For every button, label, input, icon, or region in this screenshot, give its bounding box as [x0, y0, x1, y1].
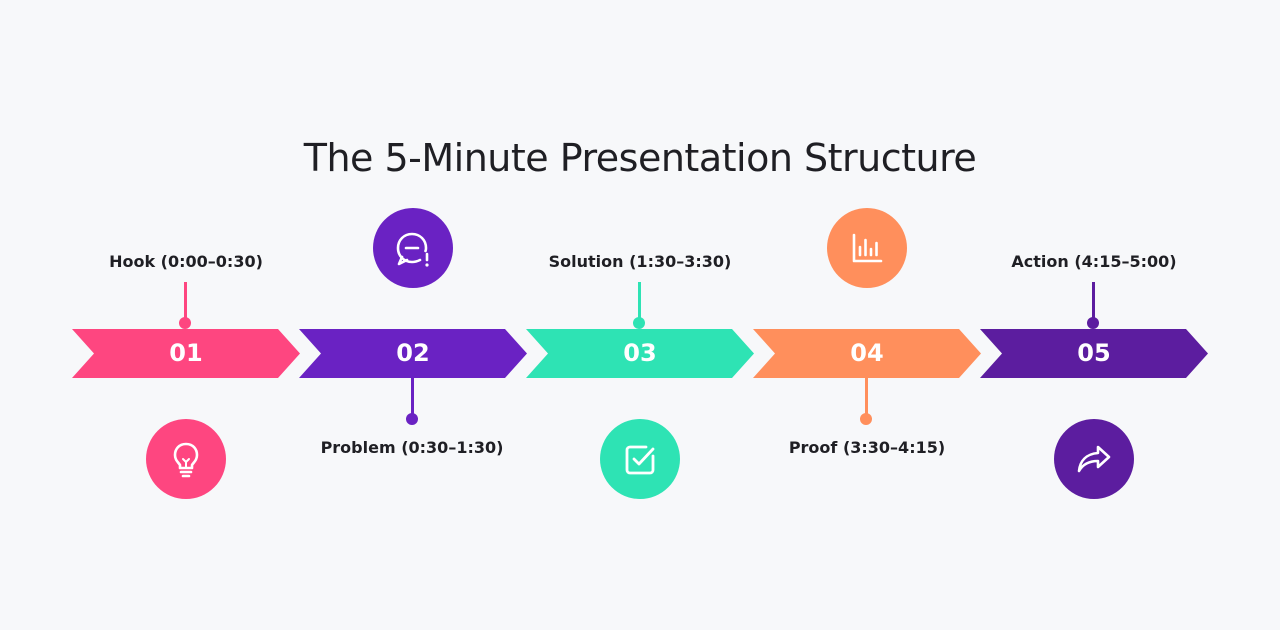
page-title: The 5-Minute Presentation Structure: [303, 136, 977, 180]
step-4-label: Proof (3:30–4:15): [788, 438, 946, 457]
step-2-label: Problem (0:30–1:30): [320, 438, 504, 457]
step-4-connector-dot: [860, 413, 872, 425]
step-2-icon-circle: [373, 208, 453, 288]
step-2-connector: [411, 378, 414, 414]
step-5-arrow: [980, 329, 1208, 378]
step-4-number: 04: [850, 339, 884, 367]
step-4-icon-circle: [827, 208, 907, 288]
step-3-connector-dot: [633, 317, 645, 329]
step-1-number: 01: [169, 339, 203, 367]
step-5-label: Action (4:15–5:00): [1011, 252, 1177, 271]
share-arrow-icon: [1077, 445, 1111, 473]
step-2-arrow: [299, 329, 527, 378]
step-3-label: Solution (1:30–3:30): [548, 252, 732, 271]
step-4-arrow: [753, 329, 981, 378]
step-5-connector: [1092, 282, 1095, 318]
step-1-arrow: [72, 329, 300, 378]
step-5-number: 05: [1077, 339, 1111, 367]
step-2-number: 02: [396, 339, 430, 367]
step-1-connector: [184, 282, 187, 318]
step-3-connector: [638, 282, 641, 318]
step-3-arrow: [526, 329, 754, 378]
step-2-connector-dot: [406, 413, 418, 425]
step-3-icon-circle: [600, 419, 680, 499]
step-1-icon-circle: [146, 419, 226, 499]
step-3-number: 03: [623, 339, 657, 367]
step-4-connector: [865, 378, 868, 414]
step-5-connector-dot: [1087, 317, 1099, 329]
checkbox-icon: [625, 445, 655, 475]
bar-chart-icon: [852, 233, 883, 263]
lightbulb-icon: [173, 442, 199, 478]
step-1-label: Hook (0:00–0:30): [109, 252, 263, 271]
step-1-connector-dot: [179, 317, 191, 329]
step-5-icon-circle: [1054, 419, 1134, 499]
speech-bubble-alert-icon: [396, 232, 429, 267]
